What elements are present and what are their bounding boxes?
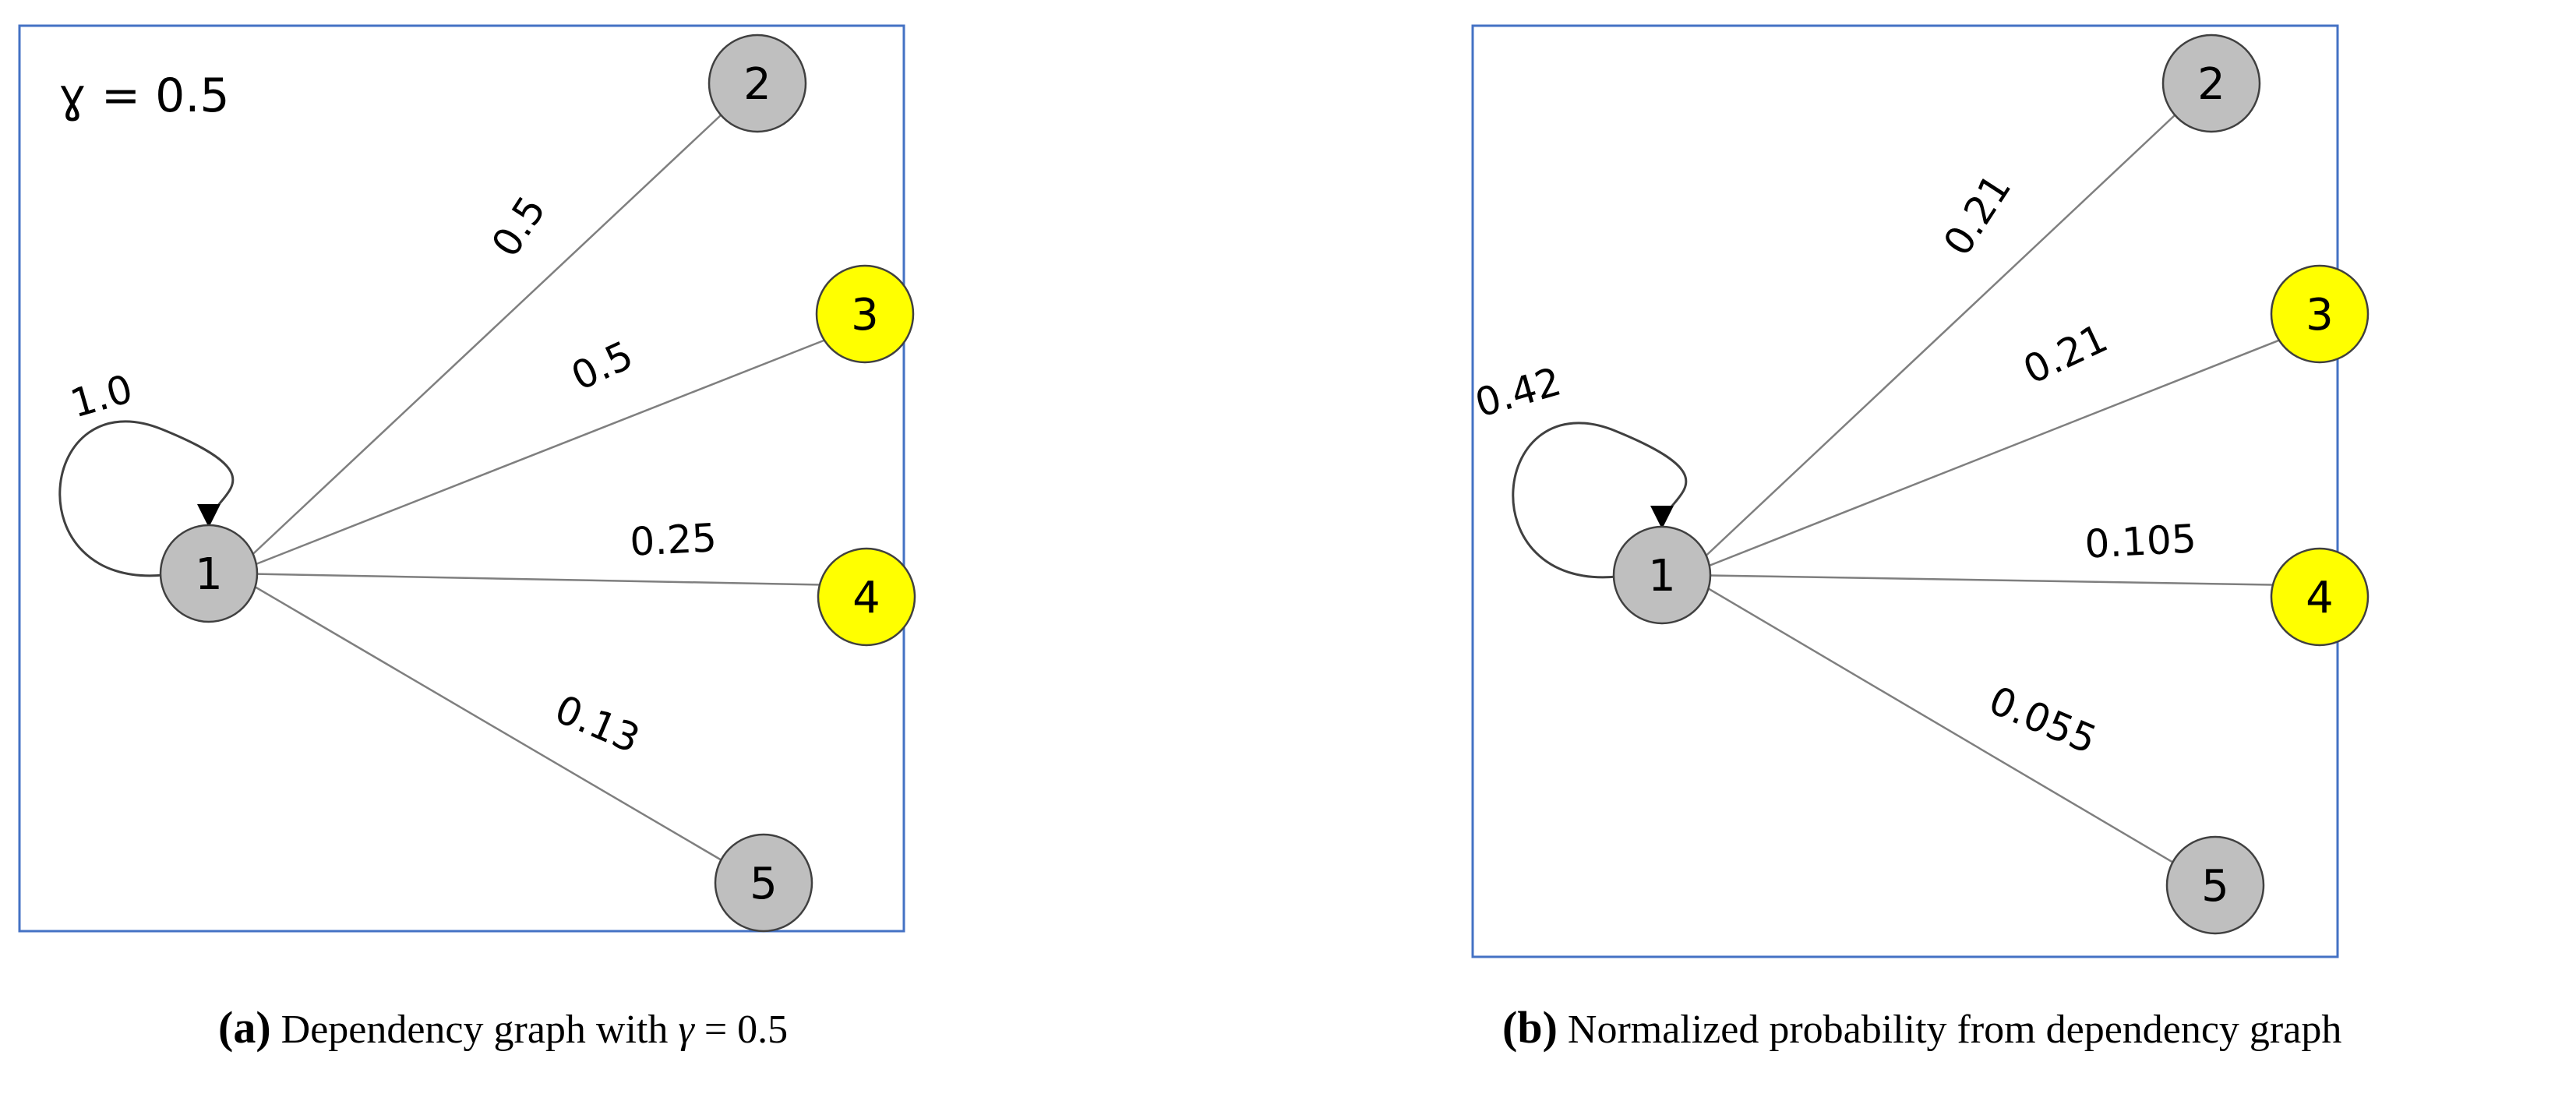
panel-a-edge-1-3 bbox=[231, 332, 842, 575]
panel-a-node-2-circle bbox=[708, 34, 807, 133]
panel-a-node-2-label: 2 bbox=[743, 59, 771, 110]
panel-a-node-4-label: 4 bbox=[852, 573, 880, 623]
panel-a-edge-label-1-3: 0.5 bbox=[565, 333, 640, 400]
panel-a-node-2: 2 bbox=[708, 34, 807, 133]
panel-a-node-5: 5 bbox=[714, 833, 813, 933]
panel-a-caption-math: γ bbox=[678, 1007, 694, 1052]
panel-b-node-2-label: 2 bbox=[2197, 59, 2225, 110]
panel-b-graph: 0.42 0.21 0.21 0.105 0.055 1 2 3 4 5 bbox=[1470, 24, 2370, 958]
panel-b-node-5-circle bbox=[2165, 835, 2265, 935]
panel-b-node-2: 2 bbox=[2161, 34, 2261, 133]
panel-a-caption-math-rest: = 0.5 bbox=[693, 1007, 789, 1052]
panel-b-node-5-label: 5 bbox=[2201, 861, 2229, 912]
panel-b-caption-text: Normalized probability from dependency g… bbox=[1567, 1007, 2342, 1052]
panel-b-node-5: 5 bbox=[2165, 835, 2265, 935]
panel-b-edge-1-2 bbox=[1685, 102, 2189, 576]
panel-b-node-4: 4 bbox=[2270, 547, 2370, 647]
panel-a-node-1-circle bbox=[159, 524, 259, 623]
panel-b-edge-label-1-3: 0.21 bbox=[2017, 316, 2114, 393]
panel-a-edge-1-2 bbox=[231, 102, 735, 574]
panel-a-node-4-circle bbox=[817, 547, 916, 647]
panel-b-edge-1-3 bbox=[1685, 332, 2297, 577]
panel-b-edge-label-1-2: 0.21 bbox=[1935, 166, 2020, 263]
panel-a-node-1-label: 1 bbox=[195, 549, 223, 600]
panel-b-edge-label-1-4: 0.105 bbox=[2084, 516, 2197, 566]
panel-a-edge-1-4 bbox=[231, 572, 844, 587]
panel-b-node-1-circle bbox=[1612, 525, 1712, 625]
panel-a-node-1: 1 bbox=[159, 524, 259, 623]
panel-a-edge-label-1-4: 0.25 bbox=[629, 515, 718, 565]
panel-b-self-loop-edge bbox=[1512, 422, 1688, 579]
panel-a-frame bbox=[18, 24, 905, 933]
panel-a-edge-label-1-2: 0.5 bbox=[483, 189, 555, 265]
panel-a-graph: ɣ = 0.5 1.0 0.5 0.5 0.25 0.13 1 2 3 4 5 bbox=[18, 24, 916, 933]
panel-a-node-4: 4 bbox=[817, 547, 916, 647]
panel-b-caption-tag: (b) bbox=[1502, 1002, 1558, 1053]
panel-b-edge-label-1-1: 0.42 bbox=[1470, 358, 1566, 425]
panel-a-caption-text: Dependency graph with bbox=[281, 1007, 679, 1052]
panel-a-caption: (a) Dependency graph with γ = 0.5 bbox=[218, 1001, 788, 1053]
panel-a-edge-label-1-1: 1.0 bbox=[65, 366, 137, 427]
panel-a-node-5-circle bbox=[714, 833, 813, 933]
panel-b-edge-1-4 bbox=[1685, 573, 2297, 587]
panel-a-caption-tag: (a) bbox=[218, 1002, 271, 1053]
panel-b-frame bbox=[1471, 24, 2339, 958]
panel-a-node-5-label: 5 bbox=[750, 859, 778, 909]
panel-a-self-loop-edge bbox=[58, 420, 235, 577]
panel-b-node-1-label: 1 bbox=[1648, 551, 1676, 602]
panel-b-edge-label-1-5: 0.055 bbox=[1982, 678, 2102, 763]
panel-a-node-3-label: 3 bbox=[851, 290, 879, 341]
panel-b-node-3-label: 3 bbox=[2306, 290, 2334, 341]
panel-b-node-3-circle bbox=[2270, 264, 2370, 364]
panel-a-node-3-circle bbox=[815, 264, 915, 364]
panel-a-gamma-label: ɣ = 0.5 bbox=[58, 69, 230, 123]
panel-a-node-3: 3 bbox=[815, 264, 915, 364]
panel-b-node-4-label: 4 bbox=[2306, 573, 2334, 623]
panel-b-caption: (b) Normalized probability from dependen… bbox=[1502, 1001, 2341, 1053]
panel-b-node-4-circle bbox=[2270, 547, 2370, 647]
panel-b-node-3: 3 bbox=[2270, 264, 2370, 364]
panel-a-edge-label-1-5: 0.13 bbox=[549, 686, 646, 762]
panel-b-edge-1-5 bbox=[1685, 573, 2193, 875]
panel-b-node-2-circle bbox=[2161, 34, 2261, 133]
panel-b-node-1: 1 bbox=[1612, 525, 1712, 625]
panel-a-edge-1-5 bbox=[231, 572, 741, 873]
